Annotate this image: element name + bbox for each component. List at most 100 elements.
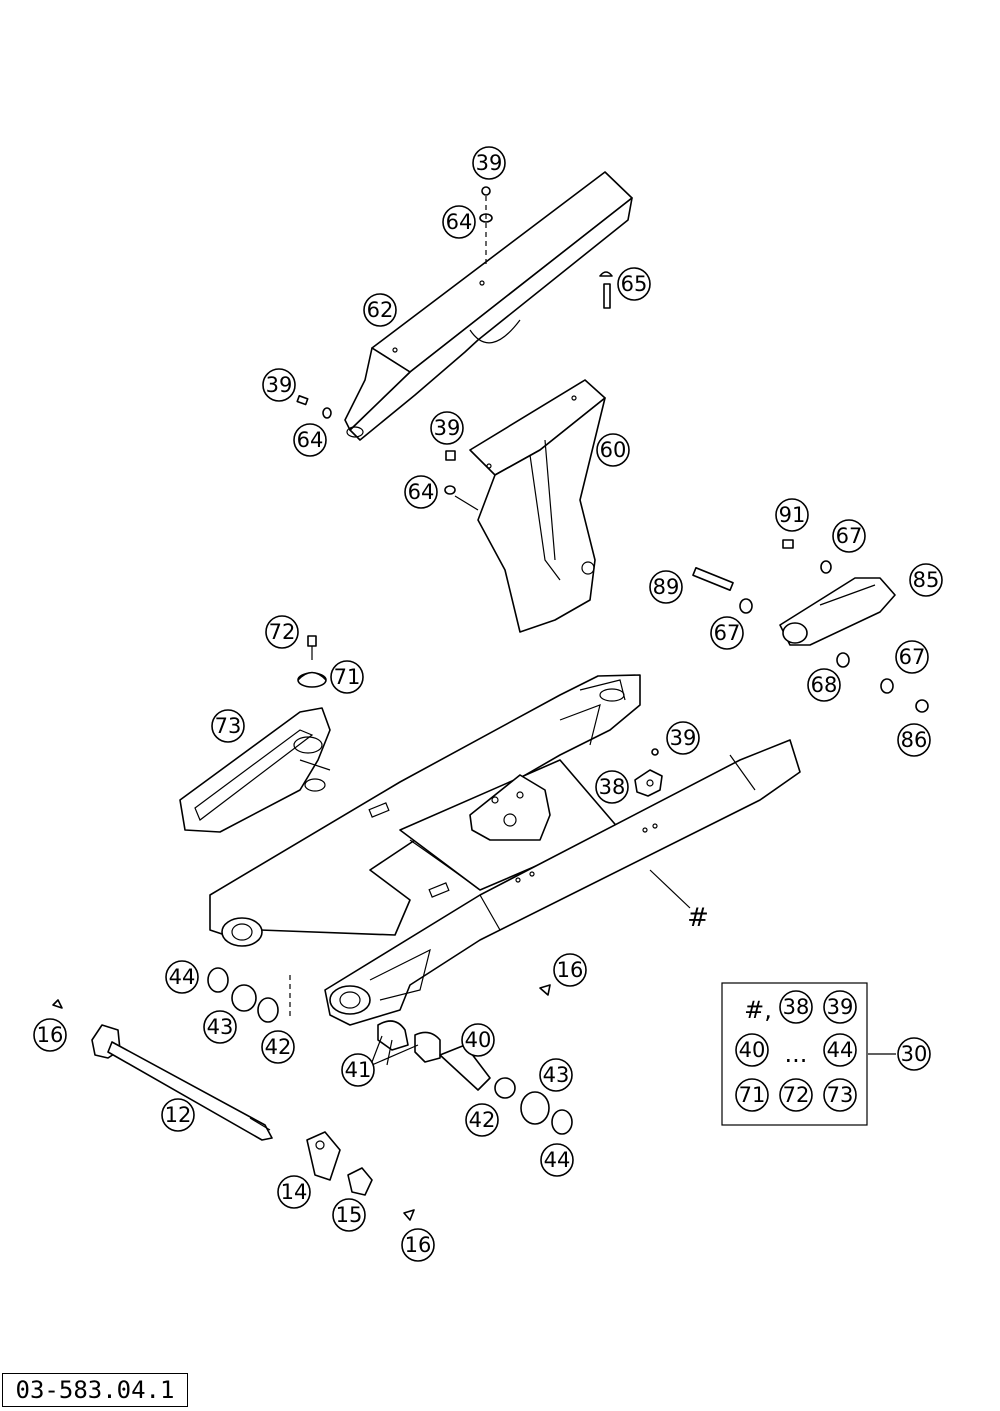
clip-part xyxy=(634,748,663,797)
callout-72: 72 xyxy=(265,615,299,649)
svg-text:71: 71 xyxy=(334,665,361,689)
svg-text:38: 38 xyxy=(599,775,626,799)
svg-text:30: 30 xyxy=(901,1042,928,1066)
callout-42-right: 42 xyxy=(465,1103,499,1137)
svg-text:16: 16 xyxy=(405,1233,432,1257)
chain-tensioner-parts xyxy=(692,539,929,713)
callout-64-left: 64 xyxy=(293,423,327,457)
svg-text:39: 39 xyxy=(476,151,503,175)
swingarm-part xyxy=(209,674,801,1026)
svg-text:73: 73 xyxy=(215,714,242,738)
kit-ellipsis: ... xyxy=(785,1040,808,1068)
callout-40: 40 xyxy=(461,1023,495,1057)
callout-68: 68 xyxy=(807,668,841,702)
callout-38: 38 xyxy=(595,770,629,804)
svg-text:15: 15 xyxy=(336,1203,363,1227)
kit-item-73: 73 xyxy=(823,1078,857,1112)
leader-lines xyxy=(364,1035,896,1069)
callout-67-right: 67 xyxy=(895,640,929,674)
callout-44-left: 44 xyxy=(165,960,199,994)
svg-text:44: 44 xyxy=(169,965,196,989)
svg-text:41: 41 xyxy=(345,1058,372,1082)
callout-60: 60 xyxy=(596,433,630,467)
svg-text:14: 14 xyxy=(281,1180,308,1204)
callout-16-right: 16 xyxy=(553,953,587,987)
svg-text:67: 67 xyxy=(836,524,863,548)
svg-text:67: 67 xyxy=(714,621,741,645)
svg-text:68: 68 xyxy=(811,673,838,697)
callout-14: 14 xyxy=(277,1175,311,1209)
callout-30: 30 xyxy=(897,1037,931,1071)
callout-89: 89 xyxy=(649,570,683,604)
callout-64-guard: 64 xyxy=(404,475,438,509)
svg-text:39: 39 xyxy=(827,995,854,1019)
svg-text:39: 39 xyxy=(670,726,697,750)
callout-15: 15 xyxy=(332,1198,366,1232)
swingarm-mark: # xyxy=(687,903,709,933)
svg-text:67: 67 xyxy=(899,645,926,669)
svg-text:39: 39 xyxy=(434,416,461,440)
svg-text:16: 16 xyxy=(37,1023,64,1047)
callout-12: 12 xyxy=(161,1098,195,1132)
svg-text:62: 62 xyxy=(367,298,394,322)
chain-guard-part xyxy=(469,379,606,633)
callout-73: 73 xyxy=(211,709,245,743)
callout-64-top: 64 xyxy=(442,205,476,239)
callout-71: 71 xyxy=(330,660,364,694)
kit-item-39: 39 xyxy=(823,990,857,1024)
svg-text:73: 73 xyxy=(827,1083,854,1107)
svg-text:86: 86 xyxy=(901,728,928,752)
callout-86: 86 xyxy=(897,723,931,757)
svg-text:85: 85 xyxy=(913,568,940,592)
svg-text:40: 40 xyxy=(465,1028,492,1052)
svg-text:44: 44 xyxy=(544,1148,571,1172)
cap-and-screw-parts xyxy=(297,635,327,688)
diagram-reference-number: 03-583.04.1 xyxy=(2,1373,188,1407)
svg-text:65: 65 xyxy=(621,272,648,296)
callout-67-top: 67 xyxy=(832,519,866,553)
svg-text:16: 16 xyxy=(557,958,584,982)
kit-item-71: 71 xyxy=(735,1078,769,1112)
callout-42-left: 42 xyxy=(261,1030,295,1064)
axle-and-bushings xyxy=(52,967,573,1221)
svg-text:43: 43 xyxy=(207,1015,234,1039)
callout-67-mid: 67 xyxy=(710,616,744,650)
svg-text:42: 42 xyxy=(469,1108,496,1132)
svg-text:38: 38 xyxy=(783,995,810,1019)
kit-item-38: 38 xyxy=(779,990,813,1024)
svg-text:40: 40 xyxy=(739,1038,766,1062)
callout-85: 85 xyxy=(909,563,943,597)
svg-text:89: 89 xyxy=(653,575,680,599)
callout-65: 65 xyxy=(617,267,651,301)
chain-guide-top-part xyxy=(344,171,633,441)
small-fasteners xyxy=(296,186,613,511)
kit-box: #, ... xyxy=(721,982,868,1126)
svg-text:44: 44 xyxy=(827,1038,854,1062)
callout-91: 91 xyxy=(775,498,809,532)
svg-text:42: 42 xyxy=(265,1035,292,1059)
svg-text:91: 91 xyxy=(779,503,806,527)
callout-16-bottom: 16 xyxy=(401,1228,435,1262)
kit-item-44: 44 xyxy=(823,1033,857,1067)
callout-41: 41 xyxy=(341,1053,375,1087)
chain-slider-part xyxy=(179,707,331,833)
callout-44-right: 44 xyxy=(540,1143,574,1177)
svg-text:64: 64 xyxy=(408,480,435,504)
svg-text:12: 12 xyxy=(165,1103,192,1127)
svg-text:72: 72 xyxy=(269,620,296,644)
callout-62: 62 xyxy=(363,293,397,327)
svg-text:64: 64 xyxy=(446,210,473,234)
svg-text:72: 72 xyxy=(783,1083,810,1107)
kit-hash-label: #, xyxy=(744,996,772,1024)
callout-43-right: 43 xyxy=(539,1058,573,1092)
svg-text:60: 60 xyxy=(600,438,627,462)
callout-39-top: 39 xyxy=(472,146,506,180)
callout-39-left: 39 xyxy=(262,368,296,402)
kit-item-40: 40 xyxy=(735,1033,769,1067)
svg-text:64: 64 xyxy=(297,428,324,452)
kit-item-72: 72 xyxy=(779,1078,813,1112)
svg-text:39: 39 xyxy=(266,373,293,397)
callout-43-left: 43 xyxy=(203,1010,237,1044)
callout-39-guard: 39 xyxy=(430,411,464,445)
